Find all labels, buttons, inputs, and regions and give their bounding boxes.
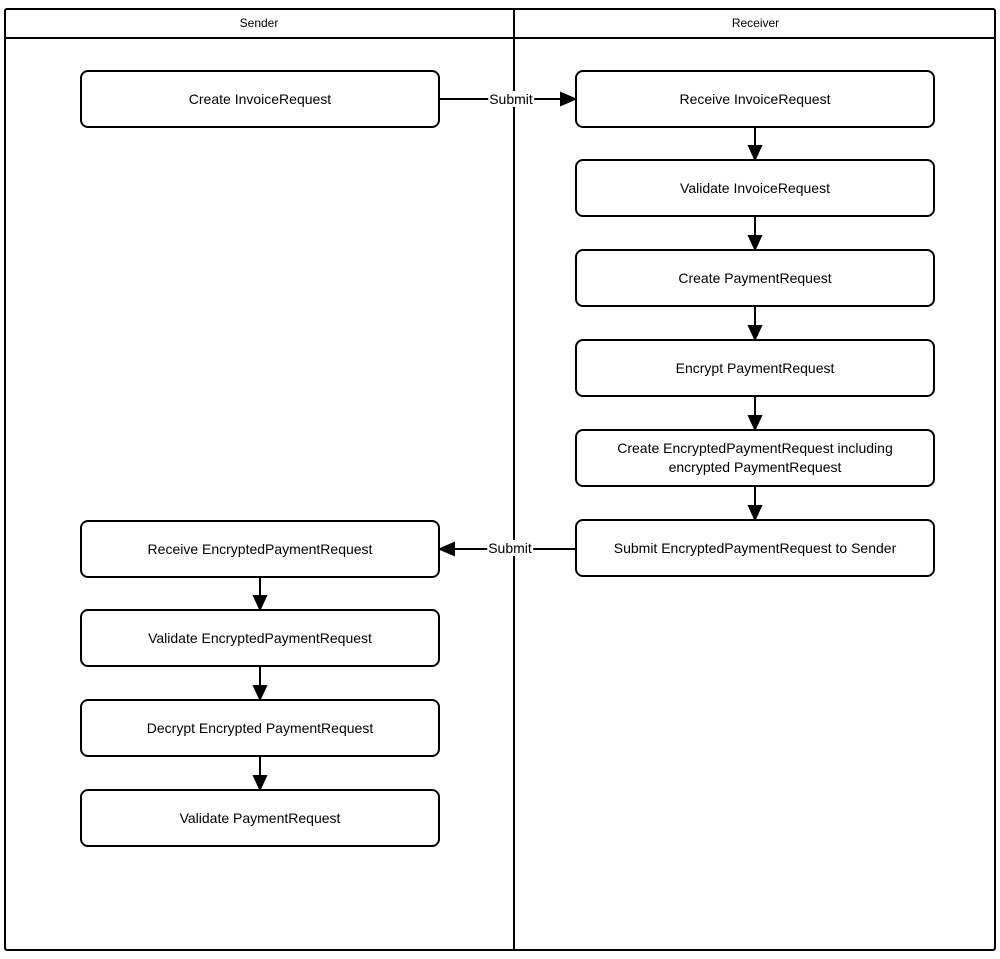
node-create-encrypted-payment-request: Create EncryptedPaymentRequest including… (575, 429, 935, 487)
edge-label-submit-payment: Submit (487, 540, 533, 556)
node-validate-payment-request: Validate PaymentRequest (80, 789, 440, 847)
node-encrypt-payment-request: Encrypt PaymentRequest (575, 339, 935, 397)
header-separator-line (4, 37, 996, 39)
node-receive-encrypted-payment-request: Receive EncryptedPaymentRequest (80, 520, 440, 578)
node-decrypt-encrypted-payment-request: Decrypt Encrypted PaymentRequest (80, 699, 440, 757)
edge-label-submit-invoice: Submit (488, 91, 534, 107)
node-validate-encrypted-payment-request: Validate EncryptedPaymentRequest (80, 609, 440, 667)
lane-header-sender: Sender (239, 16, 279, 30)
node-create-payment-request: Create PaymentRequest (575, 249, 935, 307)
node-submit-encrypted-payment-request: Submit EncryptedPaymentRequest to Sender (575, 519, 935, 577)
lane-divider (513, 8, 515, 951)
node-create-invoice-request: Create InvoiceRequest (80, 70, 440, 128)
node-receive-invoice-request: Receive InvoiceRequest (575, 70, 935, 128)
node-validate-invoice-request: Validate InvoiceRequest (575, 159, 935, 217)
lane-header-receiver: Receiver (731, 16, 780, 30)
